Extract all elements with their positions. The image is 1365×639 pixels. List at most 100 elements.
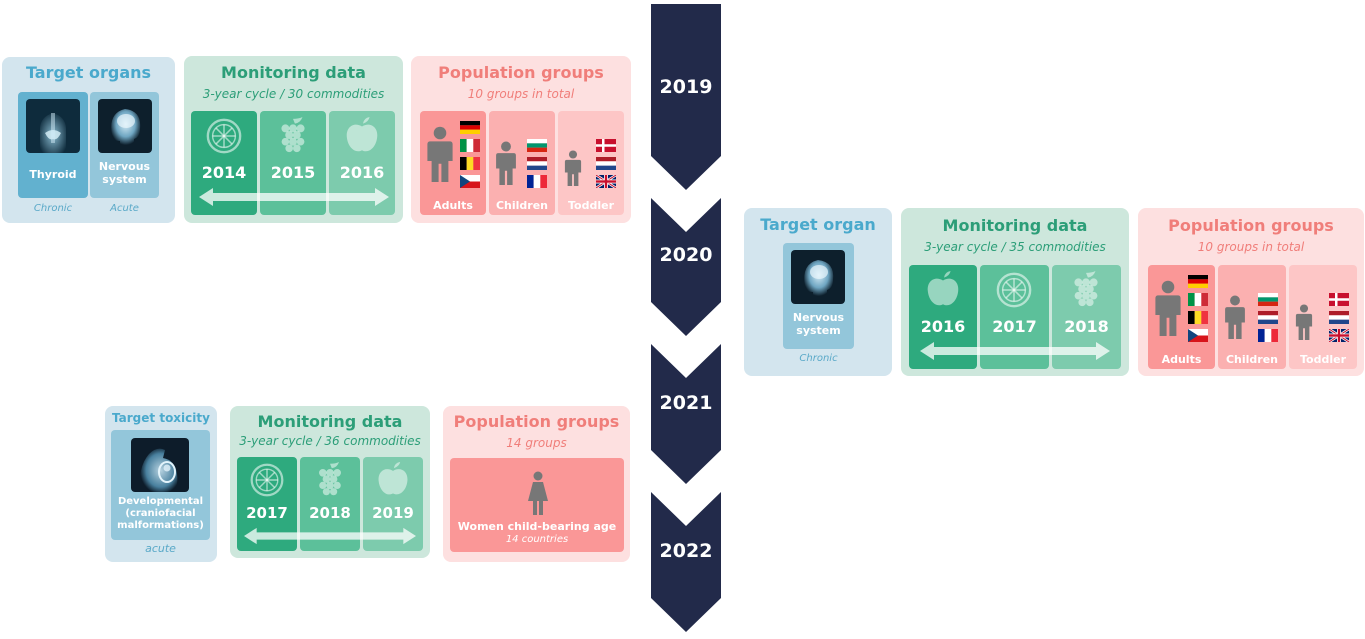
timeline-segment-2019: [651, 4, 721, 190]
brain-scan-icon: [791, 250, 845, 304]
grape-icon: [312, 460, 348, 500]
citrus-icon: [249, 462, 285, 498]
panel-subtitle: 10 groups in total: [1197, 240, 1305, 254]
year-label-2020: 2020: [659, 244, 713, 266]
year-number: 2017: [992, 317, 1037, 336]
timeline-segment-2022: [651, 492, 721, 632]
timeline: [651, 4, 721, 632]
flag-nl-icon: [1258, 311, 1278, 324]
flag-be-icon: [460, 157, 480, 170]
toxicity-note: acute: [145, 542, 176, 555]
year-label-2022: 2022: [659, 540, 713, 562]
apple-icon: [343, 115, 381, 155]
organ-card-nervous-system: Nervous system: [90, 92, 159, 198]
organ-note: Chronic: [799, 353, 838, 364]
target-toxicity-panel-2021: Target toxicity Developmental (craniofac…: [105, 406, 217, 562]
year-number: 2016: [339, 163, 385, 182]
year-number: 2017: [246, 504, 288, 522]
grape-icon: [274, 115, 312, 157]
group-label: Children: [495, 199, 549, 212]
panel-title: Population groups: [1168, 216, 1334, 235]
monitoring-data-panel-2021: Monitoring data 3-year cycle / 36 commod…: [230, 406, 430, 558]
panel-subtitle: 14 groups: [506, 436, 567, 450]
monitoring-data-panel-2019: Monitoring data 3-year cycle / 30 commod…: [184, 56, 403, 223]
panel-subtitle: 3-year cycle / 30 commodities: [202, 87, 385, 101]
toxicity-label: malformations): [117, 520, 204, 531]
year-number: 2018: [1064, 317, 1109, 336]
target-organs-panel-2019: Target organs Thyroid Nervous system Chr…: [2, 57, 175, 223]
group-label: Children: [1225, 353, 1279, 366]
group-label: Toddler: [567, 199, 614, 212]
flag-dk-icon: [596, 139, 616, 152]
panel-title: Target organs: [25, 63, 152, 82]
year-number: 2014: [201, 163, 247, 182]
organ-card-thyroid: Thyroid: [18, 92, 88, 198]
flag-it-icon: [460, 139, 480, 152]
panel-title: Monitoring data: [257, 412, 403, 431]
flag-bg-icon: [1258, 293, 1278, 306]
organ-label: Nervous system: [792, 311, 845, 337]
citrus-icon: [205, 117, 243, 155]
group-card-children: Children: [489, 111, 555, 215]
brain-scan-icon: [98, 99, 152, 153]
panel-title: Population groups: [438, 63, 604, 82]
group-note: 14 countries: [505, 534, 569, 545]
grape-icon: [1067, 269, 1105, 311]
panel-title: Target toxicity: [112, 411, 210, 425]
panel-title: Target organ: [760, 215, 876, 234]
toddler-person-icon: [1295, 301, 1313, 343]
flag-nl-icon: [1329, 311, 1349, 324]
adult-person-icon: [426, 121, 454, 187]
toxicity-card-developmental: Developmental (craniofacial malformation…: [111, 430, 210, 540]
woman-person-icon: [526, 468, 550, 518]
panel-subtitle: 3-year cycle / 36 commodities: [239, 434, 421, 448]
apple-icon: [375, 460, 411, 498]
flag-fr-icon: [1258, 329, 1278, 342]
group-card-toddler: Toddler: [558, 111, 624, 215]
thyroid-scan-icon: [26, 99, 80, 153]
group-card-toddler: Toddler: [1289, 265, 1357, 369]
group-label: Toddler: [1299, 353, 1346, 366]
adult-person-icon: [1154, 275, 1182, 341]
group-card-adults: Adults: [1148, 265, 1215, 369]
year-number: 2015: [270, 163, 316, 182]
monitoring-data-panel-2020: Monitoring data 3-year cycle / 35 commod…: [901, 208, 1129, 376]
cycle-arrow: [244, 526, 416, 546]
flag-gb-icon: [596, 175, 616, 188]
cycle-arrow: [917, 341, 1113, 361]
population-groups-panel-2021: Population groups 14 groups Women child-…: [443, 406, 630, 562]
flag-dk-icon: [1329, 293, 1349, 306]
population-groups-panel-2019: Population groups 10 groups in total Adu…: [411, 56, 631, 223]
year-label-2019: 2019: [659, 76, 713, 98]
panel-title: Population groups: [453, 412, 620, 431]
target-organ-panel-2020: Target organ Nervous system Chronic: [744, 208, 892, 376]
flag-cz-icon: [1188, 329, 1208, 342]
year-number: 2018: [309, 504, 351, 522]
timeline-segment-2021: [651, 344, 721, 484]
fetus-scan-icon: [131, 438, 189, 492]
flag-nl-icon: [527, 157, 547, 170]
toddler-person-icon: [564, 147, 582, 189]
year-number: 2016: [920, 317, 966, 336]
child-person-icon: [495, 137, 517, 189]
flag-cz-icon: [460, 175, 480, 188]
organ-card-nervous-system: Nervous system: [783, 243, 854, 349]
organ-note: Acute: [110, 203, 139, 214]
group-card-adults: Adults: [420, 111, 486, 215]
flag-fr-icon: [527, 175, 547, 188]
group-card-women-child-bearing-age: Women child-bearing age 14 countries: [450, 458, 624, 552]
timeline-segment-2020: [651, 198, 721, 336]
panel-title: Monitoring data: [942, 216, 1088, 235]
group-label: Adults: [1161, 353, 1202, 366]
group-card-children: Children: [1218, 265, 1286, 369]
cycle-arrow: [199, 187, 389, 207]
panel-title: Monitoring data: [221, 63, 366, 82]
year-label-2021: 2021: [659, 392, 713, 414]
flag-it-icon: [1188, 293, 1208, 306]
flag-gb-icon: [1329, 329, 1349, 342]
flag-de-icon: [460, 121, 480, 134]
population-groups-panel-2020: Population groups 10 groups in total Adu…: [1138, 208, 1364, 376]
group-label: Women child-bearing age: [457, 520, 617, 533]
group-label: Adults: [433, 199, 473, 212]
organ-label: Thyroid: [29, 168, 77, 181]
